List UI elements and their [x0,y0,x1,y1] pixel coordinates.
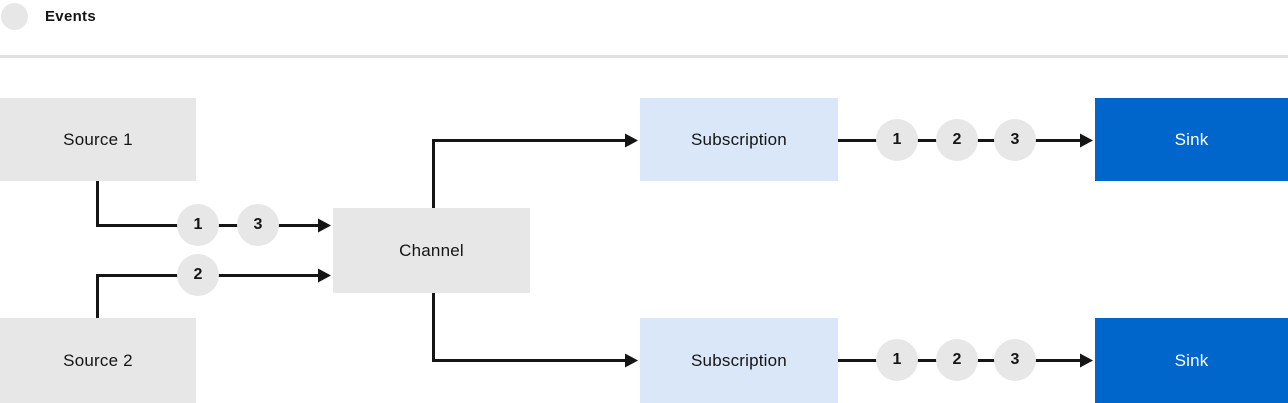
event-circle: 2 [936,119,978,161]
legend: Events [1,2,96,30]
event-circle: 3 [994,119,1036,161]
node-source-2: Source 2 [0,318,196,403]
node-channel-label: Channel [399,240,464,260]
node-subscription-bottom: Subscription [640,318,838,403]
arrow-source2-to-channel [96,268,331,318]
node-subscription-bottom-label: Subscription [691,350,787,370]
arrow-channel-to-subscription-bottom [432,293,638,368]
node-sink-top-label: Sink [1174,129,1209,149]
event-circle: 1 [876,339,918,381]
node-source-1: Source 1 [0,98,196,181]
arrow-channel-to-subscription-top [432,133,638,208]
node-subscription-top-label: Subscription [691,129,787,149]
node-sink-bottom-label: Sink [1174,350,1209,370]
legend-label: Events [45,7,96,25]
event-circle: 3 [237,204,279,246]
node-source-2-label: Source 2 [63,350,133,370]
node-channel: Channel [333,208,530,293]
node-source-1-label: Source 1 [63,129,133,149]
event-circle-icon [1,2,28,30]
event-circle: 3 [994,339,1036,381]
node-sink-bottom: Sink [1095,318,1288,403]
event-circle: 2 [177,254,219,296]
event-circle: 1 [177,204,219,246]
node-subscription-top: Subscription [640,98,838,181]
event-circle: 2 [936,339,978,381]
event-circle: 1 [876,119,918,161]
legend-divider [0,55,1288,58]
node-sink-top: Sink [1095,98,1288,181]
